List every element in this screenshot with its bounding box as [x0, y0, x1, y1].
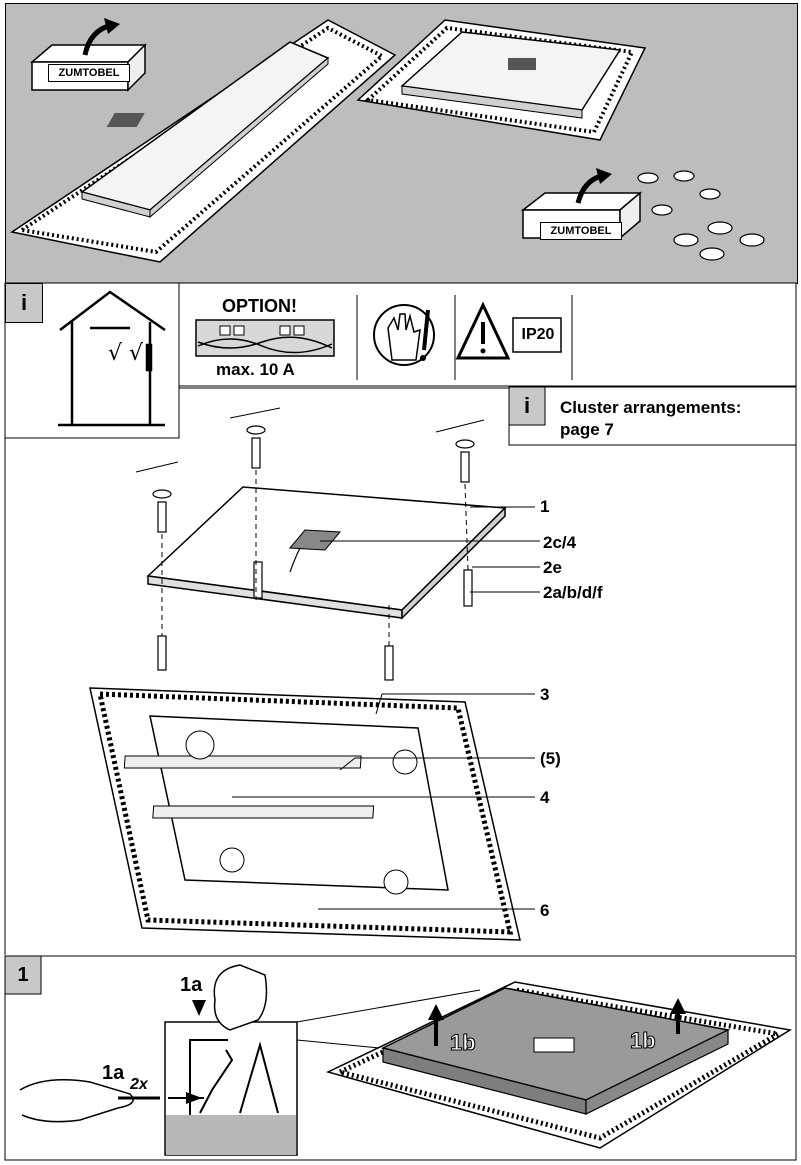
- terminal-block-icon: [195, 319, 335, 357]
- warning-icon: [455, 301, 511, 360]
- step1-luminaire-illustration: [325, 981, 793, 1149]
- ip-rating-text: IP20: [521, 326, 555, 343]
- step-label-1a-top: 1a: [180, 974, 203, 996]
- indoor-house-icon: [58, 290, 166, 427]
- step-number: 1: [17, 964, 29, 986]
- step-label-1b-left: 1b: [450, 1030, 477, 1056]
- part-label-1: 1: [540, 497, 550, 516]
- glove-icon: [373, 304, 435, 366]
- leader-lines: [232, 506, 540, 910]
- ceiling-hatch: [135, 407, 485, 473]
- part-label-2abdf: 2a/b/d/f: [543, 583, 603, 602]
- step-label-2x: 2x: [130, 1076, 148, 1093]
- part-label-6: 6: [540, 901, 550, 920]
- fastener-parts: [637, 170, 765, 261]
- step-label-1b-right: 1b: [630, 1028, 657, 1054]
- long-luminaire-illustration: [10, 19, 397, 263]
- mounting-frame-illustration: [146, 486, 507, 620]
- clip-detail-illustration: [164, 1000, 298, 1156]
- cluster-note-line2: page 7: [560, 420, 614, 439]
- part-label-2c4: 2c/4: [543, 533, 577, 552]
- info-tag: i: [5, 283, 43, 323]
- hand-illustration: [19, 964, 268, 1123]
- cluster-note-line1: Cluster arrangements:: [560, 398, 742, 417]
- square-luminaire-illustration: [356, 19, 647, 141]
- box-brand-label-2: ZUMTOBEL: [540, 222, 622, 240]
- check-icon: √ √: [108, 341, 144, 366]
- part-label-2e: 2e: [543, 558, 562, 577]
- step-label-1a-left: 1a: [102, 1062, 125, 1084]
- box-brand-label-1: ZUMTOBEL: [48, 64, 130, 82]
- ip-rating-box: [512, 317, 562, 353]
- option-title: OPTION!: [222, 296, 297, 316]
- part-label-3: 3: [540, 685, 550, 704]
- part-label-5: (5): [540, 749, 561, 768]
- cluster-info-tag: i: [523, 393, 531, 418]
- option-max-current: max. 10 A: [216, 360, 295, 379]
- luminaire-body-illustration: [89, 687, 521, 941]
- part-label-4: 4: [540, 788, 550, 807]
